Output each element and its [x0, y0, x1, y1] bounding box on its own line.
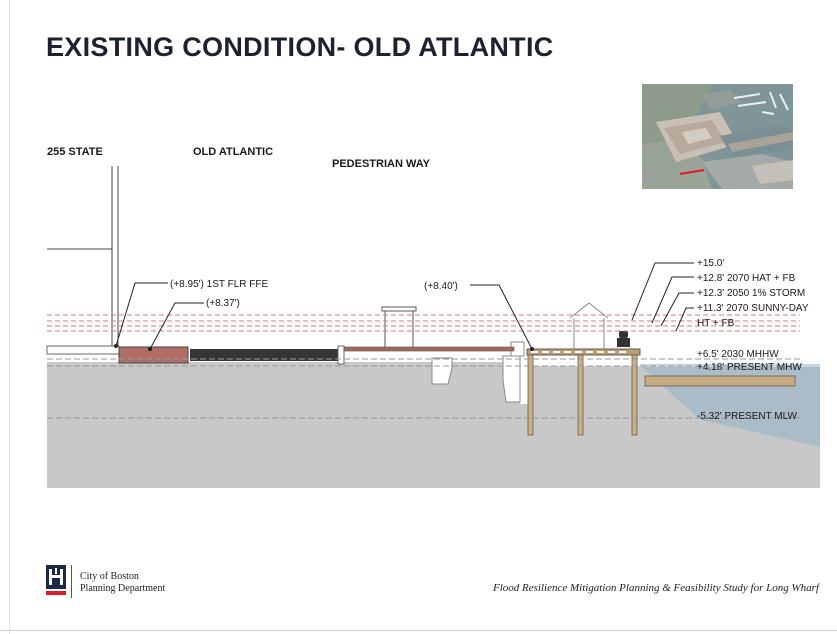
label-level-15: +15.0' — [697, 258, 724, 269]
city-of-boston-logo — [46, 565, 66, 595]
section-cut-marker — [679, 169, 705, 175]
deck-planking — [531, 351, 626, 353]
label-ffe-elevation: (+8.95') 1ST FLR FFE — [170, 279, 268, 290]
utility-vault — [431, 357, 453, 385]
sidewalk-marker — [148, 347, 152, 351]
label-mhw-present: +4.18' PRESENT MHW — [697, 362, 802, 373]
footer-divider — [71, 565, 72, 598]
wharf-marker — [530, 347, 534, 351]
left-margin-rule — [9, 0, 10, 634]
water-surface — [640, 364, 820, 367]
wharf-pavilion — [569, 302, 609, 349]
footer-org-line2: Planning Department — [80, 583, 166, 594]
footer-organization: City of Boston Planning Department — [80, 571, 165, 595]
brick-sidewalk — [118, 346, 189, 364]
label-sidewalk-elevation: (+8.37') — [206, 298, 240, 309]
ffe-marker — [114, 344, 118, 348]
seawall-block — [502, 355, 521, 403]
pedestrian-canopy — [381, 306, 417, 347]
floating-dock — [644, 375, 796, 387]
label-mlw-present: -5.32' PRESENT MLW — [697, 411, 797, 422]
flood-level-lines — [47, 314, 800, 332]
bollard — [617, 331, 630, 347]
callout-leaders — [115, 262, 694, 350]
pedestrian-way-surface — [343, 346, 515, 352]
label-old-atlantic: OLD ATLANTIC — [193, 146, 273, 158]
seawall-cap — [510, 341, 525, 357]
footer-org-line1: City of Boston — [80, 571, 139, 582]
label-pedestrian-way: PEDESTRIAN WAY — [332, 158, 431, 170]
footer-study-title: Flood Resilience Mitigation Planning & F… — [493, 582, 819, 594]
bottom-rule — [0, 630, 837, 631]
wharf-piles — [527, 354, 638, 436]
label-wharf-elevation: (+8.40') — [424, 281, 458, 292]
label-sunny-day: +11.3' 2070 SUNNY-DAY — [697, 303, 809, 314]
curb — [337, 345, 345, 365]
ground-section — [47, 362, 820, 488]
label-ht-fb: HT + FB — [697, 318, 735, 329]
plaza-strip — [46, 345, 120, 355]
asphalt-roadway — [190, 349, 338, 361]
aerial-map-image — [642, 84, 793, 189]
label-mhhw-2030: +6.5' 2030 MHHW — [697, 349, 779, 360]
building-255-state — [47, 166, 119, 347]
label-storm: +12.3' 2050 1% STORM — [697, 288, 805, 299]
label-hat-fb: +12.8' 2070 HAT + FB — [697, 273, 796, 284]
wharf-deck — [526, 348, 641, 356]
label-255-state: 255 STATE — [47, 146, 103, 158]
slide-title: EXISTING CONDITION- OLD ATLANTIC — [46, 32, 554, 62]
site-key-map — [642, 84, 793, 189]
